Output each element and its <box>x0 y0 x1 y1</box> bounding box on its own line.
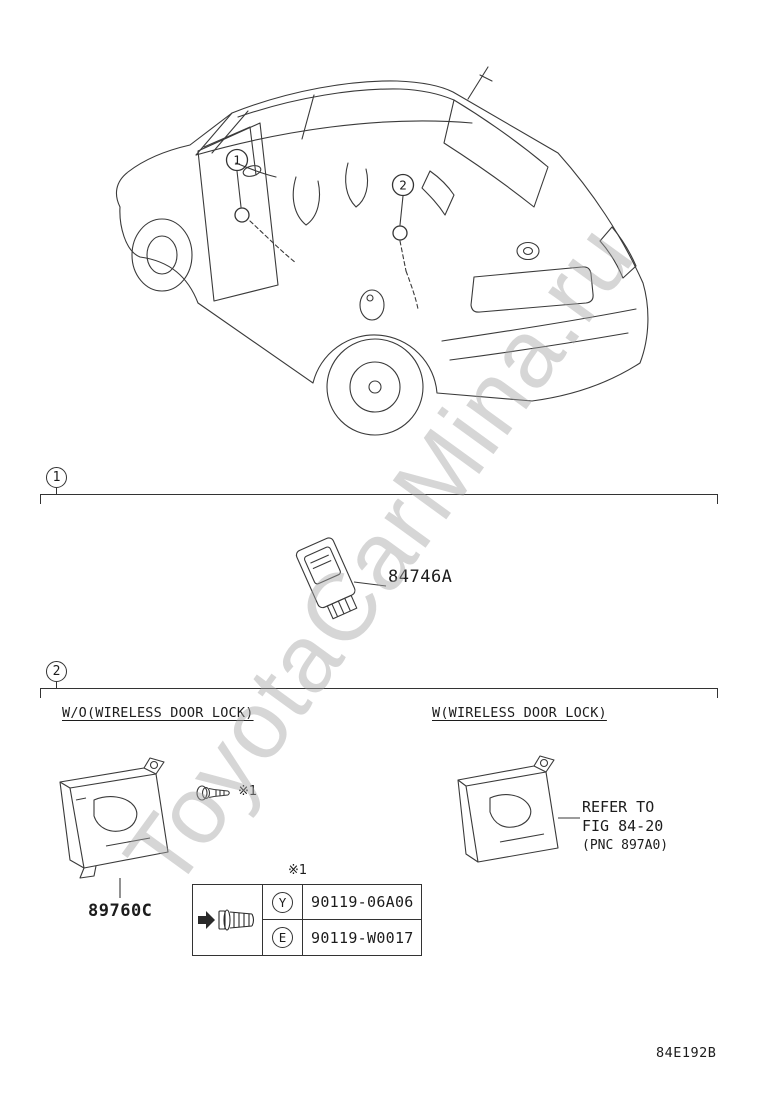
fastener-table: Y 90119-06A06 E 90119-W0017 <box>192 884 422 956</box>
part-number-84746A: 84746A <box>388 567 453 587</box>
screw-note-mark: ※1 <box>238 784 258 799</box>
heading-without-wireless: W/O(WIRELESS DOOR LOCK) <box>62 705 254 721</box>
ecu-part-illustration-right <box>457 755 580 863</box>
car-callout-2-circle <box>391 173 415 197</box>
car-callout-1-circle <box>225 148 249 172</box>
open-door <box>197 122 279 302</box>
mark-badge-E: E <box>272 927 293 948</box>
section-2-stem <box>56 682 57 688</box>
mark-cell-row2: E <box>263 920 303 955</box>
table-note-mark: ※1 <box>288 863 308 878</box>
refer-line-3: (PNC 897A0) <box>582 838 669 853</box>
heading-with-wireless: W(WIRELESS DOOR LOCK) <box>432 705 607 721</box>
section-2-tick-left <box>40 688 41 698</box>
mark-letter-Y: Y <box>278 894 287 910</box>
ecu-part-illustration-left <box>59 757 169 898</box>
section-1-bracket <box>40 494 718 495</box>
car-callout-1-number: 1 <box>233 153 241 168</box>
arrow-icon <box>197 911 215 929</box>
section-1-tick-left <box>40 494 41 504</box>
refer-line-1: REFER TO <box>582 798 655 816</box>
car-illustration: 1 2 <box>115 66 649 436</box>
figure-code: 84E192B <box>656 1045 717 1061</box>
section-2-tick-right <box>716 688 718 698</box>
bolt-cell <box>193 885 263 955</box>
part-number-cell-row1: 90119-06A06 <box>303 885 421 920</box>
section-2-badge: 2 <box>46 661 67 682</box>
brand-emblem <box>516 241 540 261</box>
section-1-number: 1 <box>52 470 61 485</box>
front-wheel <box>131 218 193 292</box>
section-1-tick-right <box>716 494 718 504</box>
antenna <box>467 66 489 100</box>
refer-line-2: FIG 84-20 <box>582 817 664 835</box>
section-2-bracket <box>40 688 718 689</box>
location-marker-2 <box>392 225 408 241</box>
part-number-89760C: 89760C <box>88 901 153 921</box>
part-number-90119-06A06: 90119-06A06 <box>311 893 414 911</box>
car-callout-2-number: 2 <box>399 178 407 193</box>
rear-wheel <box>326 338 424 436</box>
mark-letter-E: E <box>278 930 287 945</box>
switch-part-illustration <box>295 537 387 620</box>
bolt-illustration <box>197 909 254 931</box>
section-1-stem <box>56 488 57 494</box>
section-2-number: 2 <box>52 664 61 679</box>
mark-badge-Y: Y <box>272 891 293 913</box>
part-number-90119-W0017: 90119-W0017 <box>311 928 414 947</box>
section-1-badge: 1 <box>46 467 67 488</box>
screw-illustration <box>196 785 230 801</box>
part-number-cell-row2: 90119-W0017 <box>303 920 421 955</box>
mark-cell-row1: Y <box>263 885 303 920</box>
car-body-outline <box>115 80 649 402</box>
refer-note: REFER TO FIG 84-20 (PNC 897A0) <box>582 798 668 855</box>
location-marker-1 <box>234 207 250 223</box>
